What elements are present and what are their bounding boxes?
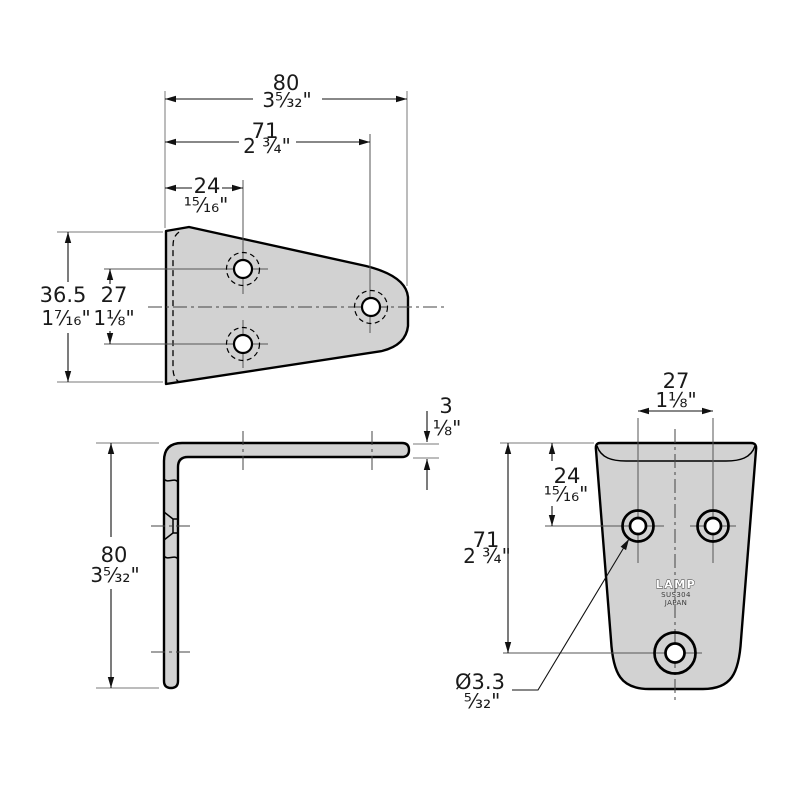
dim-inch: ⅛" — [433, 416, 462, 440]
dim-mm: 71 — [473, 528, 500, 552]
dim-inch: ¹⁵⁄₁₆" — [184, 193, 229, 217]
countersunk-hole — [225, 326, 261, 362]
profile-part-outline — [162, 441, 411, 690]
dim-inch: 2 ¾" — [243, 134, 291, 158]
dim-mm: 36.5 — [40, 283, 87, 307]
dim-thickness: 3 ⅛" — [423, 394, 462, 490]
dim-mm: 80 — [273, 71, 300, 95]
countersink-section — [163, 511, 178, 541]
plan-view: LAMP SUS304 JAPAN 27 1⅛" 24 ¹⁵⁄₁₆" 71 2 … — [455, 369, 758, 713]
dim-mm: 71 — [252, 119, 279, 143]
dim-inch: ¹⁵⁄₁₆" — [544, 482, 589, 506]
dim-inch: 3⁵⁄₃₂" — [262, 88, 311, 112]
countersunk-hole — [353, 289, 389, 325]
dim-inch: 1⅛" — [93, 306, 134, 330]
dim-mm: 24 — [554, 464, 581, 488]
dim-near-hole: 24 ¹⁵⁄₁₆" — [544, 443, 589, 526]
dim-overall-width: 80 3⁵⁄₃₂" — [165, 71, 407, 112]
stamp-material: SUS304 — [661, 591, 691, 599]
stamp-origin: JAPAN — [664, 599, 688, 607]
dim-mm: 27 — [663, 369, 690, 393]
bend-curve — [596, 445, 756, 462]
break-line — [163, 555, 179, 560]
break-line — [163, 478, 179, 483]
countersunk-hole — [621, 509, 655, 543]
countersunk-hole — [653, 631, 697, 675]
dim-inch: 3⁵⁄₃₂" — [90, 563, 139, 587]
countersunk-hole — [225, 251, 261, 287]
side-elevation-view: 80 3⁵⁄₃₂" 71 2 ¾" 24 ¹⁵⁄₁₆" 36.5 1⁷⁄₁₆" — [40, 71, 444, 386]
dim-inch: 1⁷⁄₁₆" — [41, 306, 90, 330]
dim-hole-diameter: Ø3.3 ⁵⁄₃₂" — [455, 538, 630, 713]
dim-mm: 24 — [194, 174, 221, 198]
dim-mm: Ø3.3 — [455, 670, 505, 694]
dim-overall-height: 36.5 1⁷⁄₁₆" — [40, 232, 91, 382]
dim-inch: ⁵⁄₃₂" — [464, 689, 501, 713]
maker-stamp: LAMP SUS304 JAPAN — [655, 578, 697, 607]
countersunk-hole — [696, 509, 730, 543]
dim-far-hole: 71 2 ¾" — [463, 443, 512, 653]
dim-mm: 3 — [439, 394, 452, 418]
dim-far-hole: 71 2 ¾" — [165, 119, 370, 158]
dim-near-hole: 24 ¹⁵⁄₁₆" — [165, 174, 243, 217]
dim-leg-length: 80 3⁵⁄₃₂" — [90, 443, 140, 688]
dim-hole-spacing: 27 1⅛" — [93, 269, 135, 344]
dim-hole-spacing: 27 1⅛" — [638, 369, 713, 415]
dim-mm: 27 — [101, 283, 128, 307]
plan-part-outline — [594, 441, 758, 691]
profile-view: 80 3⁵⁄₃₂" 3 ⅛" — [90, 394, 462, 690]
dim-mm: 80 — [101, 543, 128, 567]
stamp-brand: LAMP — [656, 578, 697, 591]
bend-line — [172, 231, 180, 383]
dim-inch: 1⅛" — [655, 388, 696, 412]
dim-inch: 2 ¾" — [463, 544, 511, 568]
